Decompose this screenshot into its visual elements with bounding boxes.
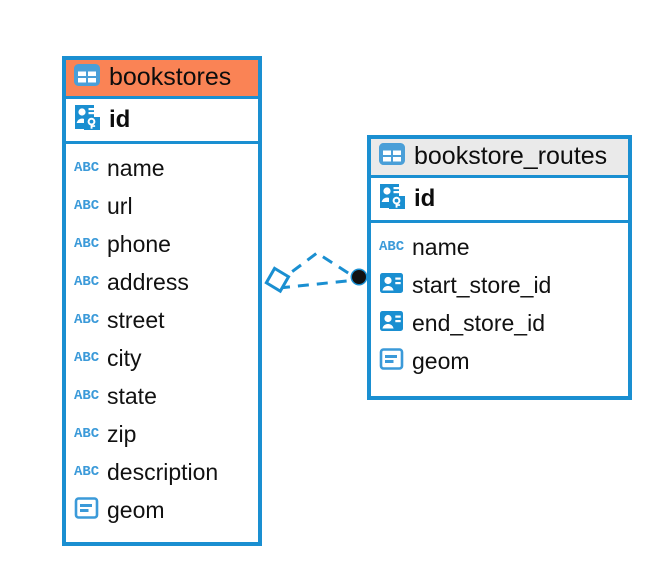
primary-key-icon — [74, 104, 101, 135]
text-abc-icon: ABC — [379, 237, 405, 258]
primary-key-icon — [379, 183, 406, 214]
field-row[interactable]: geom — [74, 491, 250, 529]
filled-dot-marker[interactable] — [350, 268, 368, 286]
text-abc-icon: ABC — [74, 424, 100, 445]
foreign-key-icon — [379, 309, 404, 338]
field-row[interactable]: ABC address — [74, 263, 250, 301]
text-abc-icon: ABC — [74, 348, 100, 369]
svg-text:ABC: ABC — [74, 236, 99, 250]
geometry-icon — [379, 347, 404, 376]
text-abc-icon: ABC — [74, 272, 100, 293]
entity-title-bookstores: bookstores — [109, 63, 232, 92]
table-icon — [74, 64, 100, 91]
field-label: name — [412, 233, 470, 260]
field-label: end_store_id — [412, 309, 545, 336]
foreign-key-icon — [379, 271, 404, 300]
field-row[interactable]: ABC description — [74, 453, 250, 491]
text-abc-icon: ABC — [74, 234, 100, 255]
field-row[interactable]: ABC street — [74, 301, 250, 339]
text-abc-icon: ABC — [74, 196, 100, 217]
entity-bookstore-routes-primary-key-label: id — [414, 184, 436, 212]
field-row[interactable]: end_store_id — [379, 304, 620, 342]
field-row[interactable]: ABC zip — [74, 415, 250, 453]
field-label: state — [107, 382, 157, 409]
field-row[interactable]: ABC state — [74, 377, 250, 415]
entity-header-bookstores[interactable]: bookstores — [66, 60, 258, 99]
field-label: description — [107, 458, 219, 485]
field-label: url — [107, 192, 133, 219]
entity-bookstores-field-list: ABC name ABC url ABC — [66, 144, 258, 536]
svg-text:ABC: ABC — [379, 239, 404, 253]
relationship-line-upper — [276, 251, 357, 285]
field-label: geom — [107, 496, 165, 523]
text-abc-icon: ABC — [74, 462, 100, 483]
geometry-icon — [74, 496, 99, 525]
entity-title-bookstore-routes: bookstore_routes — [414, 142, 608, 171]
svg-text:ABC: ABC — [74, 426, 99, 440]
field-row[interactable]: ABC name — [74, 149, 250, 187]
field-row[interactable]: start_store_id — [379, 266, 620, 304]
field-row[interactable]: ABC name — [379, 228, 620, 266]
text-abc-icon: ABC — [74, 386, 100, 407]
svg-text:ABC: ABC — [74, 388, 99, 402]
diamond-marker[interactable] — [263, 266, 291, 294]
field-label: zip — [107, 420, 137, 447]
field-row[interactable]: geom — [379, 342, 620, 380]
table-icon — [379, 143, 405, 170]
svg-text:ABC: ABC — [74, 312, 99, 326]
entity-bookstores-primary-key-row[interactable]: id — [66, 99, 258, 144]
svg-text:ABC: ABC — [74, 464, 99, 478]
field-label: address — [107, 268, 189, 295]
field-label: street — [107, 306, 165, 333]
field-label: geom — [412, 347, 470, 374]
field-label: phone — [107, 230, 171, 257]
entity-bookstore-routes-field-list: ABC name start_store_id — [371, 223, 628, 387]
entity-bookstore-routes-primary-key-row[interactable]: id — [371, 178, 628, 223]
relationship-line-lower — [278, 278, 357, 290]
svg-text:ABC: ABC — [74, 160, 99, 174]
field-label: start_store_id — [412, 271, 552, 298]
field-label: city — [107, 344, 142, 371]
field-row[interactable]: ABC url — [74, 187, 250, 225]
svg-text:ABC: ABC — [74, 350, 99, 364]
field-row[interactable]: ABC city — [74, 339, 250, 377]
text-abc-icon: ABC — [74, 310, 100, 331]
text-abc-icon: ABC — [74, 158, 100, 179]
entity-bookstore-routes[interactable]: bookstore_routes id — [367, 135, 632, 400]
field-label: name — [107, 154, 165, 181]
entity-bookstores[interactable]: bookstores id — [62, 56, 262, 546]
field-row[interactable]: ABC phone — [74, 225, 250, 263]
svg-text:ABC: ABC — [74, 274, 99, 288]
entity-header-bookstore-routes[interactable]: bookstore_routes — [371, 139, 628, 178]
svg-text:ABC: ABC — [74, 198, 99, 212]
entity-bookstores-primary-key-label: id — [109, 105, 131, 133]
